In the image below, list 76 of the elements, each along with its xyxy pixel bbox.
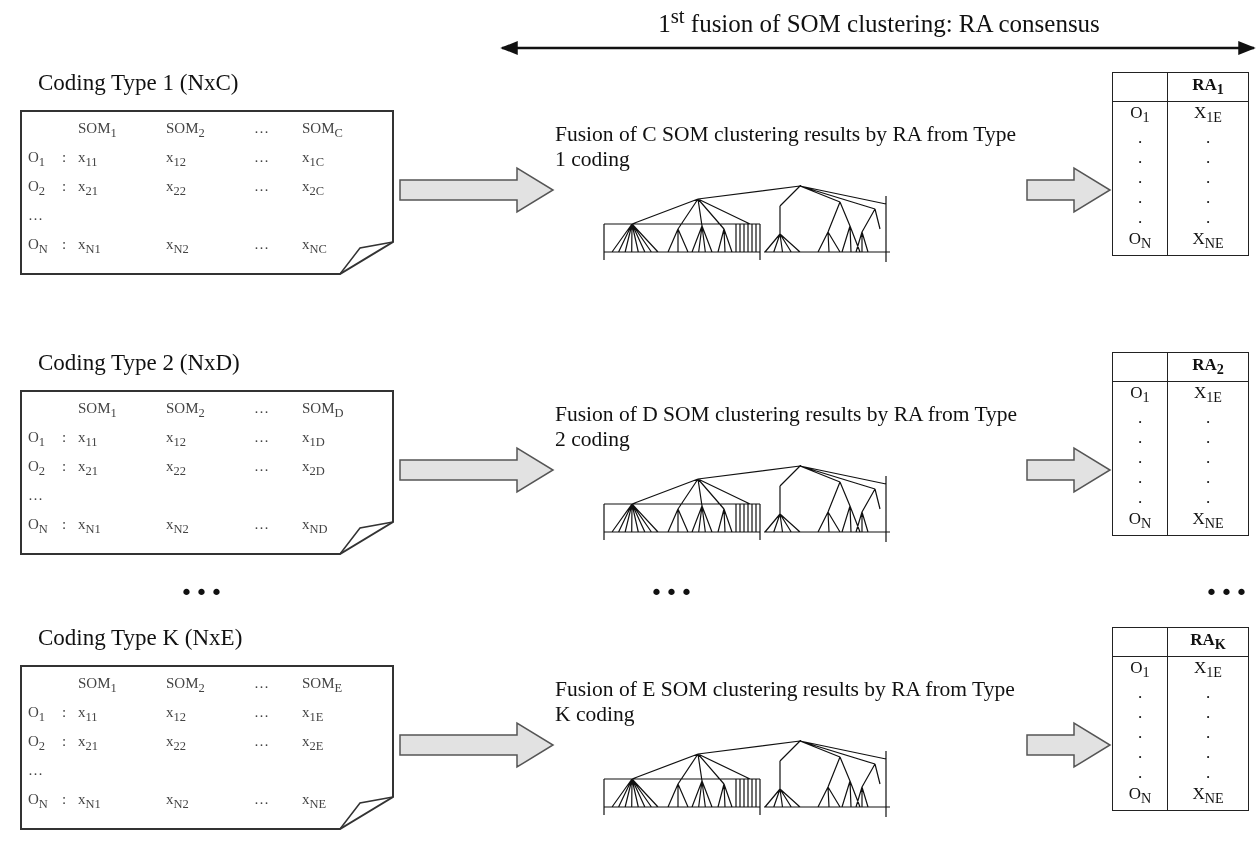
table-cell: . [1167, 683, 1249, 704]
table-cell: . [1112, 468, 1168, 489]
matrix-row-text: O$_{2}$ : x$_{21}$ x$_{22}$ … x$_{2E}$ [28, 733, 325, 754]
block-arrow [399, 166, 555, 214]
title: 1$^{st}$ fusion of SOM clustering: RA consensus [657, 4, 1101, 39]
table-cell: . [1167, 743, 1249, 764]
table-cell: . [1167, 208, 1249, 229]
block-arrow [1026, 446, 1112, 494]
table-cell: . [1167, 428, 1249, 449]
description-text: Fusion of C SOM clustering results by RA from Type 1 coding [555, 122, 1017, 172]
table-cell: . [1167, 703, 1249, 724]
matrix-row-text: O$_{1}$ : x$_{11}$ x$_{12}$ … x$_{1D}$ [28, 429, 326, 450]
table-cell: X$_{NE}$ [1167, 508, 1249, 536]
table-cell: X$_{1E}$ [1167, 656, 1249, 684]
table-cell: . [1112, 448, 1168, 469]
table-cell: . [1112, 703, 1168, 724]
matrix-row-text: SOM$_{1}$ SOM$_{2}$ … SOM$_{C}$ [77, 120, 344, 141]
matrix-row-text: O$_{2}$ : x$_{21}$ x$_{22}$ … x$_{2D}$ [28, 458, 326, 479]
table-cell: . [1112, 128, 1168, 149]
table-cell: O$_{1}$ [1112, 101, 1168, 129]
table-cell: . [1112, 743, 1168, 764]
document-heading: Coding Type 2 (NxD) [38, 350, 240, 376]
table-cell: . [1112, 168, 1168, 189]
matrix-row-text: O$_{N}$ : x$_{N1}$ x$_{N2}$ … x$_{NE}$ [28, 791, 328, 812]
matrix-row-text: SOM$_{1}$ SOM$_{2}$ … SOM$_{D}$ [77, 400, 345, 421]
ellipsis-dots: ••• [180, 580, 225, 605]
table-cell: . [1167, 168, 1249, 189]
table-cell: . [1112, 148, 1168, 169]
table-cell: O$_{N}$ [1112, 228, 1168, 256]
block-arrow [1026, 721, 1112, 769]
document-heading: Coding Type 1 (NxC) [38, 70, 239, 96]
matrix-row-text: … [28, 762, 44, 779]
table-cell: . [1167, 148, 1249, 169]
block-arrow [1026, 166, 1112, 214]
table-cell: O$_{N}$ [1112, 783, 1168, 811]
matrix-row-text: O$_{1}$ : x$_{11}$ x$_{12}$ … x$_{1C}$ [28, 149, 326, 170]
table-cell: . [1167, 723, 1249, 744]
matrix-row-text: … [28, 487, 44, 504]
table-cell: O$_{1}$ [1112, 656, 1168, 684]
matrix-row-text: SOM$_{1}$ SOM$_{2}$ … SOM$_{E}$ [77, 675, 344, 696]
table-cell: X$_{1E}$ [1167, 381, 1249, 409]
block-arrow [399, 721, 555, 769]
table-cell: O$_{N}$ [1112, 508, 1168, 536]
table-cell: RA$_{2}$ [1167, 352, 1249, 382]
table-cell: O$_{1}$ [1112, 381, 1168, 409]
matrix-row-text: O$_{N}$ : x$_{N1}$ x$_{N2}$ … x$_{NC}$ [28, 236, 328, 257]
block-arrow [399, 446, 555, 494]
table-cell: . [1167, 408, 1249, 429]
matrix-row-text: … [28, 207, 44, 224]
table-cell: . [1112, 408, 1168, 429]
ellipsis-dots: ••• [650, 580, 695, 605]
table-cell: . [1167, 468, 1249, 489]
table-cell: . [1112, 723, 1168, 744]
table-cell: . [1112, 763, 1168, 784]
ellipsis-dots: ••• [1205, 580, 1250, 605]
table-cell: . [1112, 683, 1168, 704]
table-cell: . [1167, 128, 1249, 149]
table-cell: X$_{NE}$ [1167, 228, 1249, 256]
table-cell: . [1112, 488, 1168, 509]
table-cell: . [1167, 448, 1249, 469]
table-cell: . [1112, 208, 1168, 229]
matrix-row-text: O$_{N}$ : x$_{N1}$ x$_{N2}$ … x$_{ND}$ [28, 516, 329, 537]
matrix-row-text: O$_{1}$ : x$_{11}$ x$_{12}$ … x$_{1E}$ [28, 704, 325, 725]
table-cell: . [1167, 763, 1249, 784]
table-cell: X$_{NE}$ [1167, 783, 1249, 811]
description-text: Fusion of E SOM clustering results by RA from Type K coding [555, 677, 1016, 727]
description-text: Fusion of D SOM clustering results by RA from Type 2 coding [555, 402, 1019, 452]
table-cell: . [1112, 428, 1168, 449]
table-cell: X$_{1E}$ [1167, 101, 1249, 129]
table-cell: . [1112, 188, 1168, 209]
matrix-row-text: O$_{2}$ : x$_{21}$ x$_{22}$ … x$_{2C}$ [28, 178, 326, 199]
table-cell: RA$_{K}$ [1167, 627, 1249, 657]
table-cell: . [1167, 188, 1249, 209]
table-cell: . [1167, 488, 1249, 509]
document-heading: Coding Type K (NxE) [38, 625, 243, 651]
table-cell: RA$_{1}$ [1167, 72, 1249, 102]
